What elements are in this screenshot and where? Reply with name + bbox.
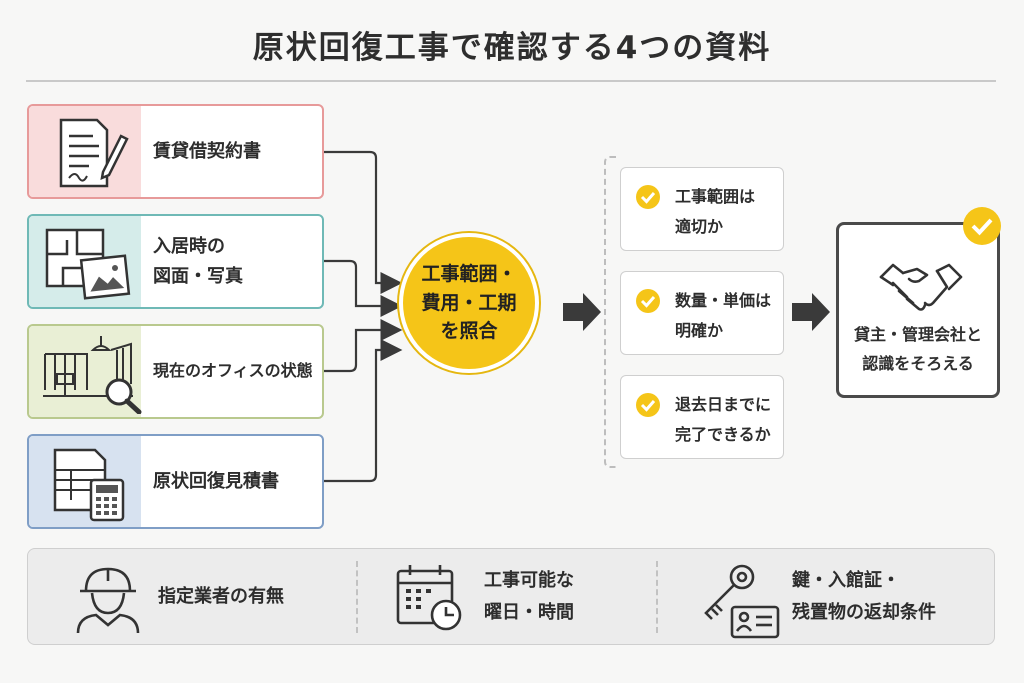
check-label: 工事範囲は 適切か (675, 187, 756, 236)
info-label: 指定業者の有無 (158, 585, 284, 607)
doc-label: 原状回復見積書 (153, 470, 279, 492)
result-label: 貸主・管理会社と 認識をそろえる (853, 325, 982, 373)
check-card: 数量・単価は 明確か (620, 271, 784, 355)
result-card: 貸主・管理会社と 認識をそろえる (836, 222, 1000, 398)
check-circle-icon (636, 185, 660, 209)
doc-label: 入居時の 図面・写真 (153, 235, 243, 287)
title-divider (26, 80, 996, 82)
contract-document-icon (59, 118, 129, 188)
info-item: 指定業者の有無 (28, 549, 358, 644)
bottom-info-panel: 指定業者の有無 工事可能な 曜日・時間 鍵・入館証・ 残置物の返却条件 (27, 548, 995, 645)
connector-1 (324, 150, 403, 294)
doc-label: 現在のオフィスの状態 (153, 361, 313, 381)
info-label: 鍵・入館証・ 残置物の返却条件 (792, 570, 936, 623)
info-item: 鍵・入館証・ 残置物の返却条件 (658, 549, 994, 644)
page-title: 原状回復工事で確認する4つの資料 (252, 30, 772, 66)
worker-helmet-icon (76, 567, 140, 634)
check-card: 工事範囲は 適切か (620, 167, 784, 251)
floorplan-photo-icon (45, 228, 131, 300)
info-label: 工事可能な 曜日・時間 (484, 570, 574, 623)
check-card: 退去日までに 完了できるか (620, 375, 784, 459)
doc-card-estimate: 原状回復見積書 (27, 434, 324, 529)
doc-card-floorplan-photos: 入居時の 図面・写真 (27, 214, 324, 309)
hub-circle: 工事範囲・ 費用・工期 を照合 (399, 233, 539, 373)
key-idcard-icon (704, 564, 780, 639)
doc-card-current-office: 現在のオフィスの状態 (27, 324, 324, 419)
connector-2 (324, 259, 403, 317)
checks-bracket (604, 156, 618, 468)
arrow-to-result (792, 293, 830, 331)
info-item: 工事可能な 曜日・時間 (358, 549, 658, 644)
calendar-clock-icon (396, 565, 462, 631)
connector-3 (324, 319, 403, 373)
check-circle-icon (636, 393, 660, 417)
check-label: 退去日までに 完了できるか (675, 395, 772, 444)
divider (656, 561, 658, 633)
arrow-to-checks (563, 293, 601, 331)
handshake-icon (879, 263, 963, 311)
check-circle-icon (636, 289, 660, 313)
check-label: 数量・単価は 明確か (675, 291, 772, 340)
divider (356, 561, 358, 633)
doc-label: 賃貸借契約書 (153, 140, 261, 162)
check-badge-icon (963, 207, 1001, 245)
office-inspection-icon (43, 336, 142, 414)
estimate-calculator-icon (53, 448, 125, 522)
doc-card-lease-contract: 賃貸借契約書 (27, 104, 324, 199)
connector-4 (324, 339, 403, 483)
